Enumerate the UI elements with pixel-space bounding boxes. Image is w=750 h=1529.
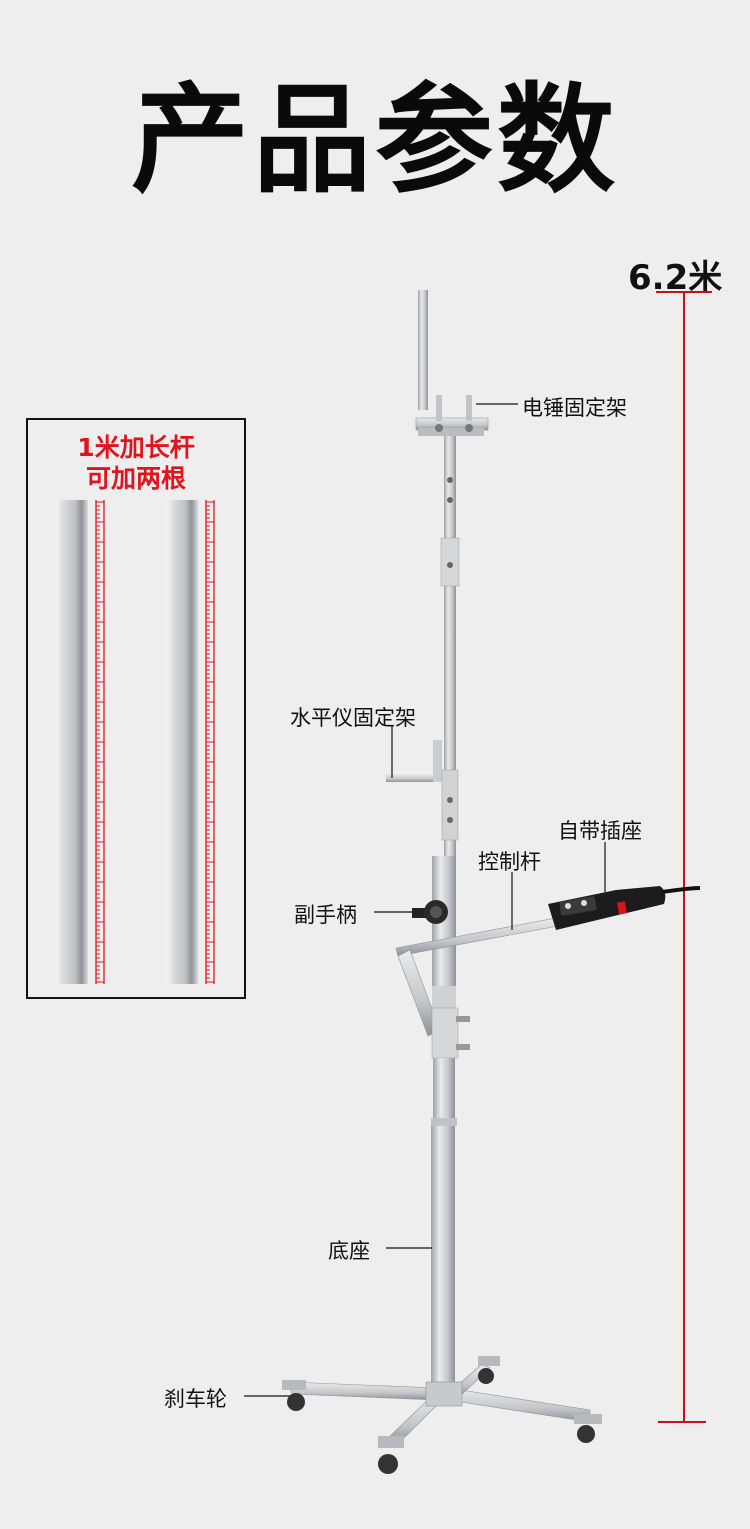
top-bracket-post — [418, 290, 428, 410]
label-base: 底座 — [328, 1239, 370, 1263]
inset-line2: 可加两根 — [85, 464, 186, 494]
label-level-mount: 水平仪固定架 — [290, 706, 416, 730]
label-socket: 自带插座 — [558, 819, 642, 843]
label-hammer-mount: 电锤固定架 — [522, 396, 627, 420]
inset-title: 1米加长杆 可加两根 — [28, 432, 244, 495]
lower-mast — [431, 1126, 455, 1391]
brake-wheel — [282, 1356, 602, 1474]
lower-clamp — [431, 1007, 459, 1059]
extension-rod-inset: 1米加长杆 可加两根 — [26, 418, 246, 999]
height-measure-line — [656, 291, 712, 1423]
level-mount-bracket — [386, 740, 459, 841]
control-rod — [395, 917, 559, 1037]
lower-mast-upper — [433, 1058, 455, 1120]
socket-handle — [548, 886, 701, 930]
inset-line1: 1米加长杆 — [77, 433, 195, 462]
leader-lines — [244, 403, 606, 1397]
label-aux-handle: 副手柄 — [294, 903, 357, 927]
aux-handle — [412, 900, 448, 924]
page-title: 产品参数 — [130, 71, 619, 209]
label-brake-wheel: 刹车轮 — [164, 1387, 227, 1411]
label-control-rod: 控制杆 — [478, 850, 541, 874]
hammer-mount-bracket — [415, 395, 489, 436]
